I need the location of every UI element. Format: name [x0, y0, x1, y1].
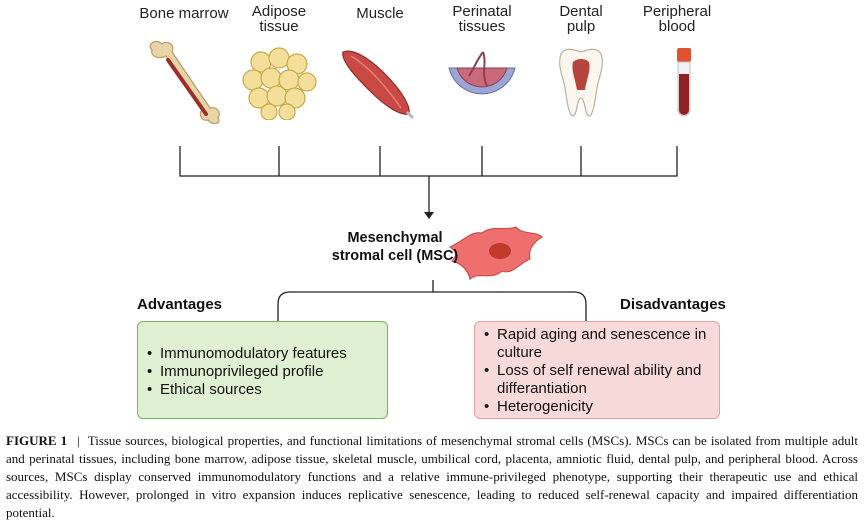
bone-icon	[149, 40, 220, 124]
source-label-perinatal-tissues: Perinatal tissues	[452, 3, 512, 35]
source-label-adipose-tissue: Adipose tissue	[251, 3, 307, 35]
muscle-icon	[342, 50, 415, 120]
blood-tube-icon	[677, 48, 691, 117]
advantages-title: Advantages	[137, 296, 223, 313]
adipose-cells-icon	[242, 47, 317, 120]
tooth-icon	[559, 48, 603, 117]
source-label-bone-marrow: Bone marrow	[139, 5, 229, 22]
disadvantage-item: Rapid aging and senescence in culture	[475, 326, 719, 362]
disadvantages-title: Disadvantages	[620, 296, 726, 313]
advantages-box: Immunomodulatory features Immunoprivileg…	[137, 321, 388, 419]
advantage-item: Ethical sources	[138, 381, 387, 399]
msc-label: Mesenchymal stromal cell (MSC)	[331, 230, 459, 264]
disadvantage-item: Heterogenicity	[475, 398, 719, 416]
disadvantage-item: Loss of self renewal ability and differa…	[475, 362, 719, 398]
disadvantages-box: Rapid aging and senescence in culture Lo…	[474, 321, 720, 419]
figure-label: FIGURE 1	[6, 433, 68, 448]
caption-separator: |	[77, 433, 80, 448]
source-label-muscle: Muscle	[356, 5, 404, 22]
placenta-icon	[448, 51, 516, 95]
advantage-item: Immunomodulatory features	[138, 345, 387, 363]
msc-cell-icon	[448, 226, 543, 281]
figure-caption: FIGURE 1 |Tissue sources, biological prop…	[6, 432, 858, 522]
source-label-peripheral-blood: Peripheral blood	[642, 3, 712, 35]
caption-text: Tissue sources, biological properties, a…	[6, 433, 858, 520]
source-label-dental-pulp: Dental pulp	[559, 3, 603, 35]
advantage-item: Immunoprivileged profile	[138, 363, 387, 381]
